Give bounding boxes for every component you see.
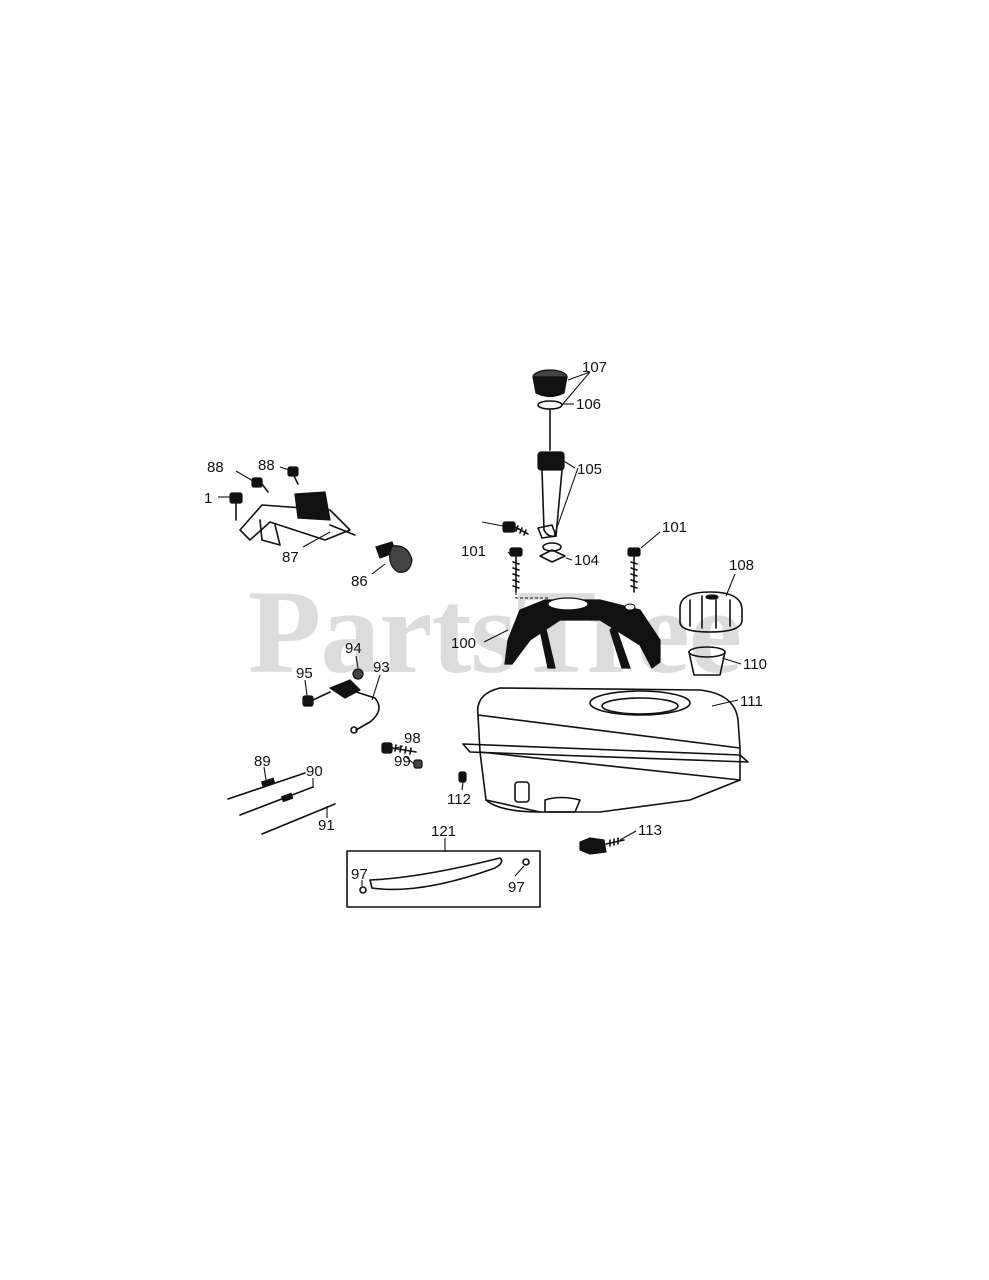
callout-94: 94	[345, 640, 362, 657]
control-knob-part[interactable]	[375, 541, 413, 573]
leader-lines	[218, 371, 742, 886]
callout-112: 112	[447, 791, 471, 808]
filler-tube-gasket-part[interactable]	[539, 542, 566, 563]
callout-99: 99	[394, 753, 411, 770]
lever-bolt-part[interactable]	[302, 691, 331, 707]
fuel-strainer-part[interactable]	[688, 646, 726, 676]
callout-106: 106	[576, 396, 601, 413]
cable-90-part[interactable]	[239, 786, 314, 816]
callout-97-left: 97	[351, 866, 368, 883]
cable-91-part[interactable]	[261, 803, 336, 835]
oil-filler-tube-part[interactable]	[537, 451, 565, 539]
callout-87: 87	[282, 549, 299, 566]
bracket-bolt-88b-part[interactable]	[287, 466, 299, 485]
callout-97-right: 97	[508, 879, 525, 896]
control-bracket-part[interactable]	[239, 491, 356, 546]
oil-cap-o-ring-part[interactable]	[537, 400, 563, 410]
fuel-tank-part[interactable]	[462, 687, 749, 813]
callout-98: 98	[404, 730, 421, 747]
callout-93: 93	[373, 659, 390, 676]
shield-bolt-right-part[interactable]	[627, 547, 641, 593]
callout-111: 111	[740, 693, 763, 710]
callout-1: 1	[204, 490, 212, 507]
callout-88-right: 88	[258, 457, 275, 474]
callout-86: 86	[351, 573, 368, 590]
lever-nut-part[interactable]	[352, 668, 364, 680]
callout-108: 108	[729, 557, 754, 574]
fuel-valve-part[interactable]	[579, 837, 625, 855]
callout-90: 90	[306, 763, 323, 780]
callout-107: 107	[582, 359, 607, 376]
lever-part[interactable]	[328, 679, 380, 734]
callout-110: 110	[743, 656, 767, 673]
callout-100: 100	[451, 635, 476, 652]
tank-shield-part[interactable]	[504, 597, 661, 669]
callout-121: 121	[431, 823, 456, 840]
bolt-98-part[interactable]	[381, 742, 417, 755]
watermark: PartsTree	[248, 565, 741, 698]
callout-104: 104	[574, 552, 599, 569]
grommet-part[interactable]	[458, 771, 467, 783]
nut-99-part[interactable]	[413, 759, 423, 769]
filler-tube-bolt-part[interactable]	[481, 521, 529, 536]
callout-101-right: 101	[662, 519, 687, 536]
fuel-line-kit-part[interactable]	[346, 850, 541, 908]
callout-95: 95	[296, 665, 313, 682]
callout-91: 91	[318, 817, 335, 834]
oil-filler-cap-part[interactable]	[532, 369, 568, 398]
callout-88-left: 88	[207, 459, 224, 476]
callout-89: 89	[254, 753, 271, 770]
callout-101-left: 101	[461, 543, 486, 560]
callout-105: 105	[577, 461, 602, 478]
bracket-bolt-88a-part[interactable]	[251, 477, 269, 493]
bracket-bolt-1-part[interactable]	[229, 492, 243, 521]
callout-labels: 107 106 105 104 101 101 108 100 110 111 …	[204, 359, 767, 896]
shield-bolt-left-part[interactable]	[509, 547, 523, 593]
fuel-cap-part[interactable]	[679, 591, 743, 633]
callout-113: 113	[638, 822, 662, 839]
cable-89-part[interactable]	[227, 772, 306, 800]
